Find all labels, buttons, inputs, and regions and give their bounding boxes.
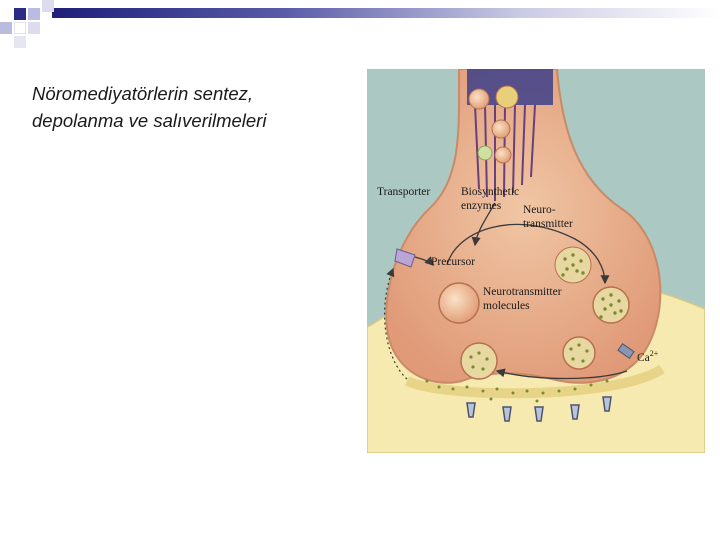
corner-decoration bbox=[0, 0, 60, 50]
label-calcium-symbol: Ca bbox=[637, 352, 650, 364]
docked-vesicle bbox=[562, 336, 596, 370]
title-accent-bar bbox=[52, 8, 720, 18]
neurotransmitter-dots bbox=[561, 253, 585, 277]
slide-title-line-2: depolanma ve salıverilmeleri bbox=[32, 110, 267, 131]
reuptake-arrow bbox=[384, 267, 408, 380]
transport-vesicle bbox=[494, 146, 512, 164]
label-biosynthetic: Biosynthetic bbox=[461, 186, 519, 198]
slide-title-line-1: Nöromediyatörlerin sentez, bbox=[32, 83, 254, 104]
corner-square bbox=[42, 0, 54, 12]
corner-square bbox=[28, 8, 40, 20]
label-molecules: molecules bbox=[483, 300, 530, 312]
corner-square bbox=[14, 22, 26, 34]
transport-vesicle bbox=[477, 145, 493, 161]
empty-vesicle bbox=[438, 282, 480, 324]
label-enzymes: enzymes bbox=[461, 200, 502, 212]
corner-square bbox=[14, 8, 26, 20]
synapse-diagram: Transporter Biosynthetic enzymes Neuro- … bbox=[367, 69, 705, 453]
synapse-illustration: Transporter Biosynthetic enzymes Neuro- … bbox=[367, 69, 705, 453]
transporter-protein bbox=[394, 248, 416, 268]
label-calcium-charge: 2+ bbox=[650, 349, 659, 358]
transporter-arrow bbox=[414, 256, 434, 266]
transport-vesicle bbox=[491, 119, 511, 139]
neurotransmitter-dots bbox=[599, 293, 623, 319]
label-transmitter: transmitter bbox=[523, 218, 573, 230]
cleft-transmitter-dots bbox=[425, 379, 609, 403]
postsynaptic-density bbox=[404, 364, 665, 399]
transport-vesicle bbox=[468, 88, 490, 110]
label-neuro: Neuro- bbox=[523, 204, 556, 216]
corner-square bbox=[28, 22, 40, 34]
label-transporter: Transporter bbox=[377, 186, 430, 198]
fusing-vesicle bbox=[460, 342, 498, 380]
recycling-arrow bbox=[495, 368, 628, 380]
calcium-channel bbox=[617, 343, 635, 359]
corner-square bbox=[14, 36, 26, 48]
corner-square bbox=[0, 22, 12, 34]
transport-vesicle bbox=[495, 85, 519, 109]
neurotransmitter-dots bbox=[469, 351, 489, 371]
synthesis-cycle-arrow bbox=[446, 223, 610, 285]
label-calcium: Ca2+ bbox=[637, 349, 659, 364]
label-precursor: Precursor bbox=[431, 256, 475, 268]
synthesis-arrow bbox=[471, 202, 496, 247]
slide-title: Nöromediyatörlerin sentez, depolanma ve … bbox=[32, 80, 362, 134]
postsynaptic-receptors bbox=[466, 396, 612, 422]
label-neurotransmitter: Neurotransmitter bbox=[483, 286, 562, 298]
neurotransmitter-dots bbox=[569, 343, 589, 363]
